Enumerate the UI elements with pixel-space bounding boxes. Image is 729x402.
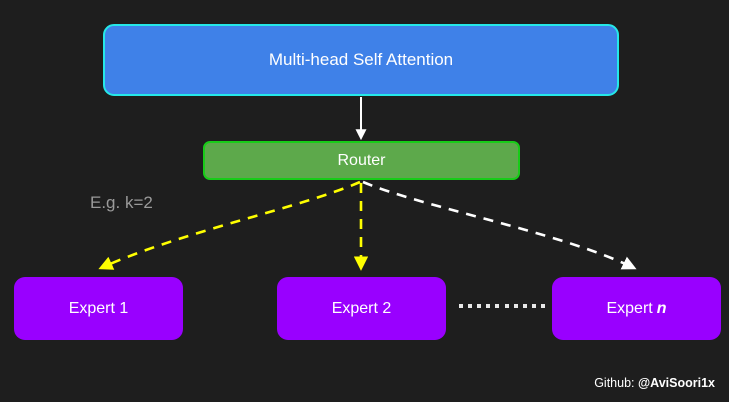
node-multi-head-self-attention[interactable]: Multi-head Self Attention	[103, 24, 619, 96]
node-router[interactable]: Router	[203, 141, 520, 180]
ellipsis-dot	[531, 303, 536, 308]
node-label-expert-2: Expert 2	[331, 299, 392, 317]
ellipsis-dot	[459, 303, 463, 308]
credit-handle: @AviSoori1x	[637, 376, 715, 390]
edge-router-to-expert-n	[362, 180, 637, 270]
node-label-expert-n-prefix: Expert	[606, 299, 653, 317]
node-label-expert-n-index: n	[656, 299, 667, 317]
credit-line: Github: @AviSoori1x	[594, 376, 715, 390]
node-expert-1[interactable]: Expert 1	[14, 277, 183, 340]
ellipsis-dot	[486, 303, 491, 308]
ellipsis-dot	[513, 303, 518, 308]
ellipsis-dot	[522, 303, 527, 308]
ellipsis-dot	[477, 303, 482, 308]
ellipsis-dot	[504, 303, 509, 308]
ellipsis-dots-separator	[459, 303, 545, 308]
ellipsis-dot	[495, 303, 500, 308]
node-label-router: Router	[337, 151, 386, 169]
node-expert-2[interactable]: Expert 2	[277, 277, 446, 340]
credit-prefix: Github:	[594, 376, 638, 390]
node-label-attention: Multi-head Self Attention	[268, 49, 454, 69]
node-label-expert-1: Expert 1	[68, 299, 129, 317]
ellipsis-dot	[468, 303, 473, 308]
ellipsis-dot	[540, 303, 545, 308]
annotation-k-label: E.g. k=2	[90, 193, 153, 212]
